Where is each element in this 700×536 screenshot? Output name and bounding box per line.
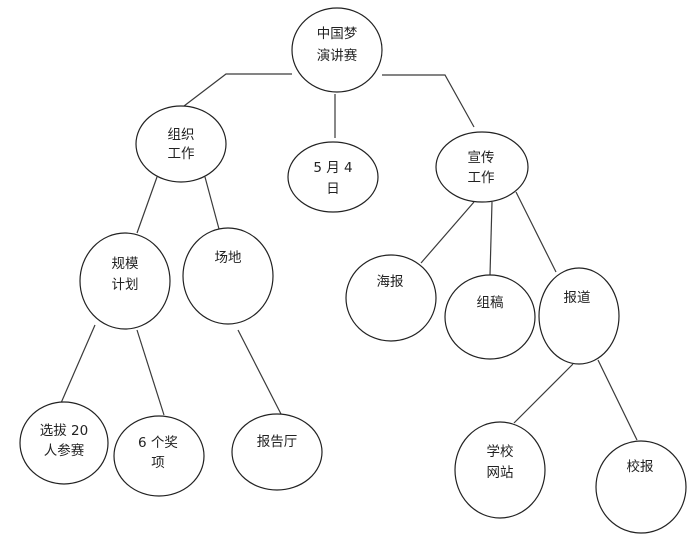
edge-report-school-paper [597, 359, 638, 441]
node-label: 人参赛 [44, 442, 85, 459]
edge-scale-plan-select20 [60, 324, 96, 404]
edge-organize-scale-plan [136, 176, 158, 234]
edge-venue-hall [237, 329, 282, 415]
node-label: 海报 [377, 274, 404, 290]
edge-publicity-poster [420, 201, 475, 264]
node-label: 选拔 20 [40, 423, 88, 439]
node-label: 项 [151, 455, 165, 471]
edges [60, 73, 638, 441]
node-label: 组稿 [477, 295, 504, 311]
node-hall: 报告厅 [231, 413, 323, 491]
node-school-paper: 校报 [595, 440, 687, 534]
node-organize: 组织 工作 [135, 105, 227, 183]
node-select20: 选拔 20 人参赛 [19, 401, 109, 485]
node-label: 工作 [468, 170, 495, 186]
node-root: 中国梦 演讲赛 [291, 7, 383, 93]
node-venue: 场地 [182, 227, 274, 325]
node-label: 场地 [215, 250, 242, 266]
node-manuscripts: 组稿 [444, 274, 536, 360]
edge-scale-plan-awards [136, 329, 165, 416]
edge-report-school-site [513, 363, 574, 424]
edge-root-publicity [382, 74, 475, 128]
node-label: 规模 [112, 256, 139, 272]
node-label: 6 个奖 [138, 434, 178, 451]
node-poster: 海报 [345, 254, 437, 342]
node-awards: 6 个奖 项 [113, 415, 205, 497]
edge-organize-venue [204, 176, 220, 230]
node-label: 日 [326, 181, 340, 197]
node-label: 中国梦 [317, 26, 358, 42]
edge-publicity-manuscripts [489, 201, 493, 276]
node-label: 学校 [487, 443, 515, 460]
node-label: 计划 [112, 277, 139, 293]
node-school-site: 学校 网站 [454, 421, 546, 519]
node-date: 5 月 4 日 [287, 141, 379, 213]
node-label: 宣传 [468, 150, 495, 166]
node-label: 5 月 4 [313, 160, 352, 176]
node-label: 报道 [564, 290, 591, 306]
node-publicity: 宣传 工作 [435, 131, 529, 203]
node-label: 演讲赛 [317, 48, 358, 64]
edge-publicity-report [515, 191, 557, 273]
node-label: 组织 [168, 127, 195, 143]
node-report: 报道 [538, 267, 620, 365]
edge-root-organize [183, 73, 292, 107]
node-label: 网站 [487, 465, 514, 481]
node-label: 工作 [168, 146, 195, 162]
node-label: 报告厅 [257, 434, 298, 450]
node-scale-plan: 规模 计划 [79, 232, 171, 330]
node-label: 校报 [627, 458, 654, 475]
